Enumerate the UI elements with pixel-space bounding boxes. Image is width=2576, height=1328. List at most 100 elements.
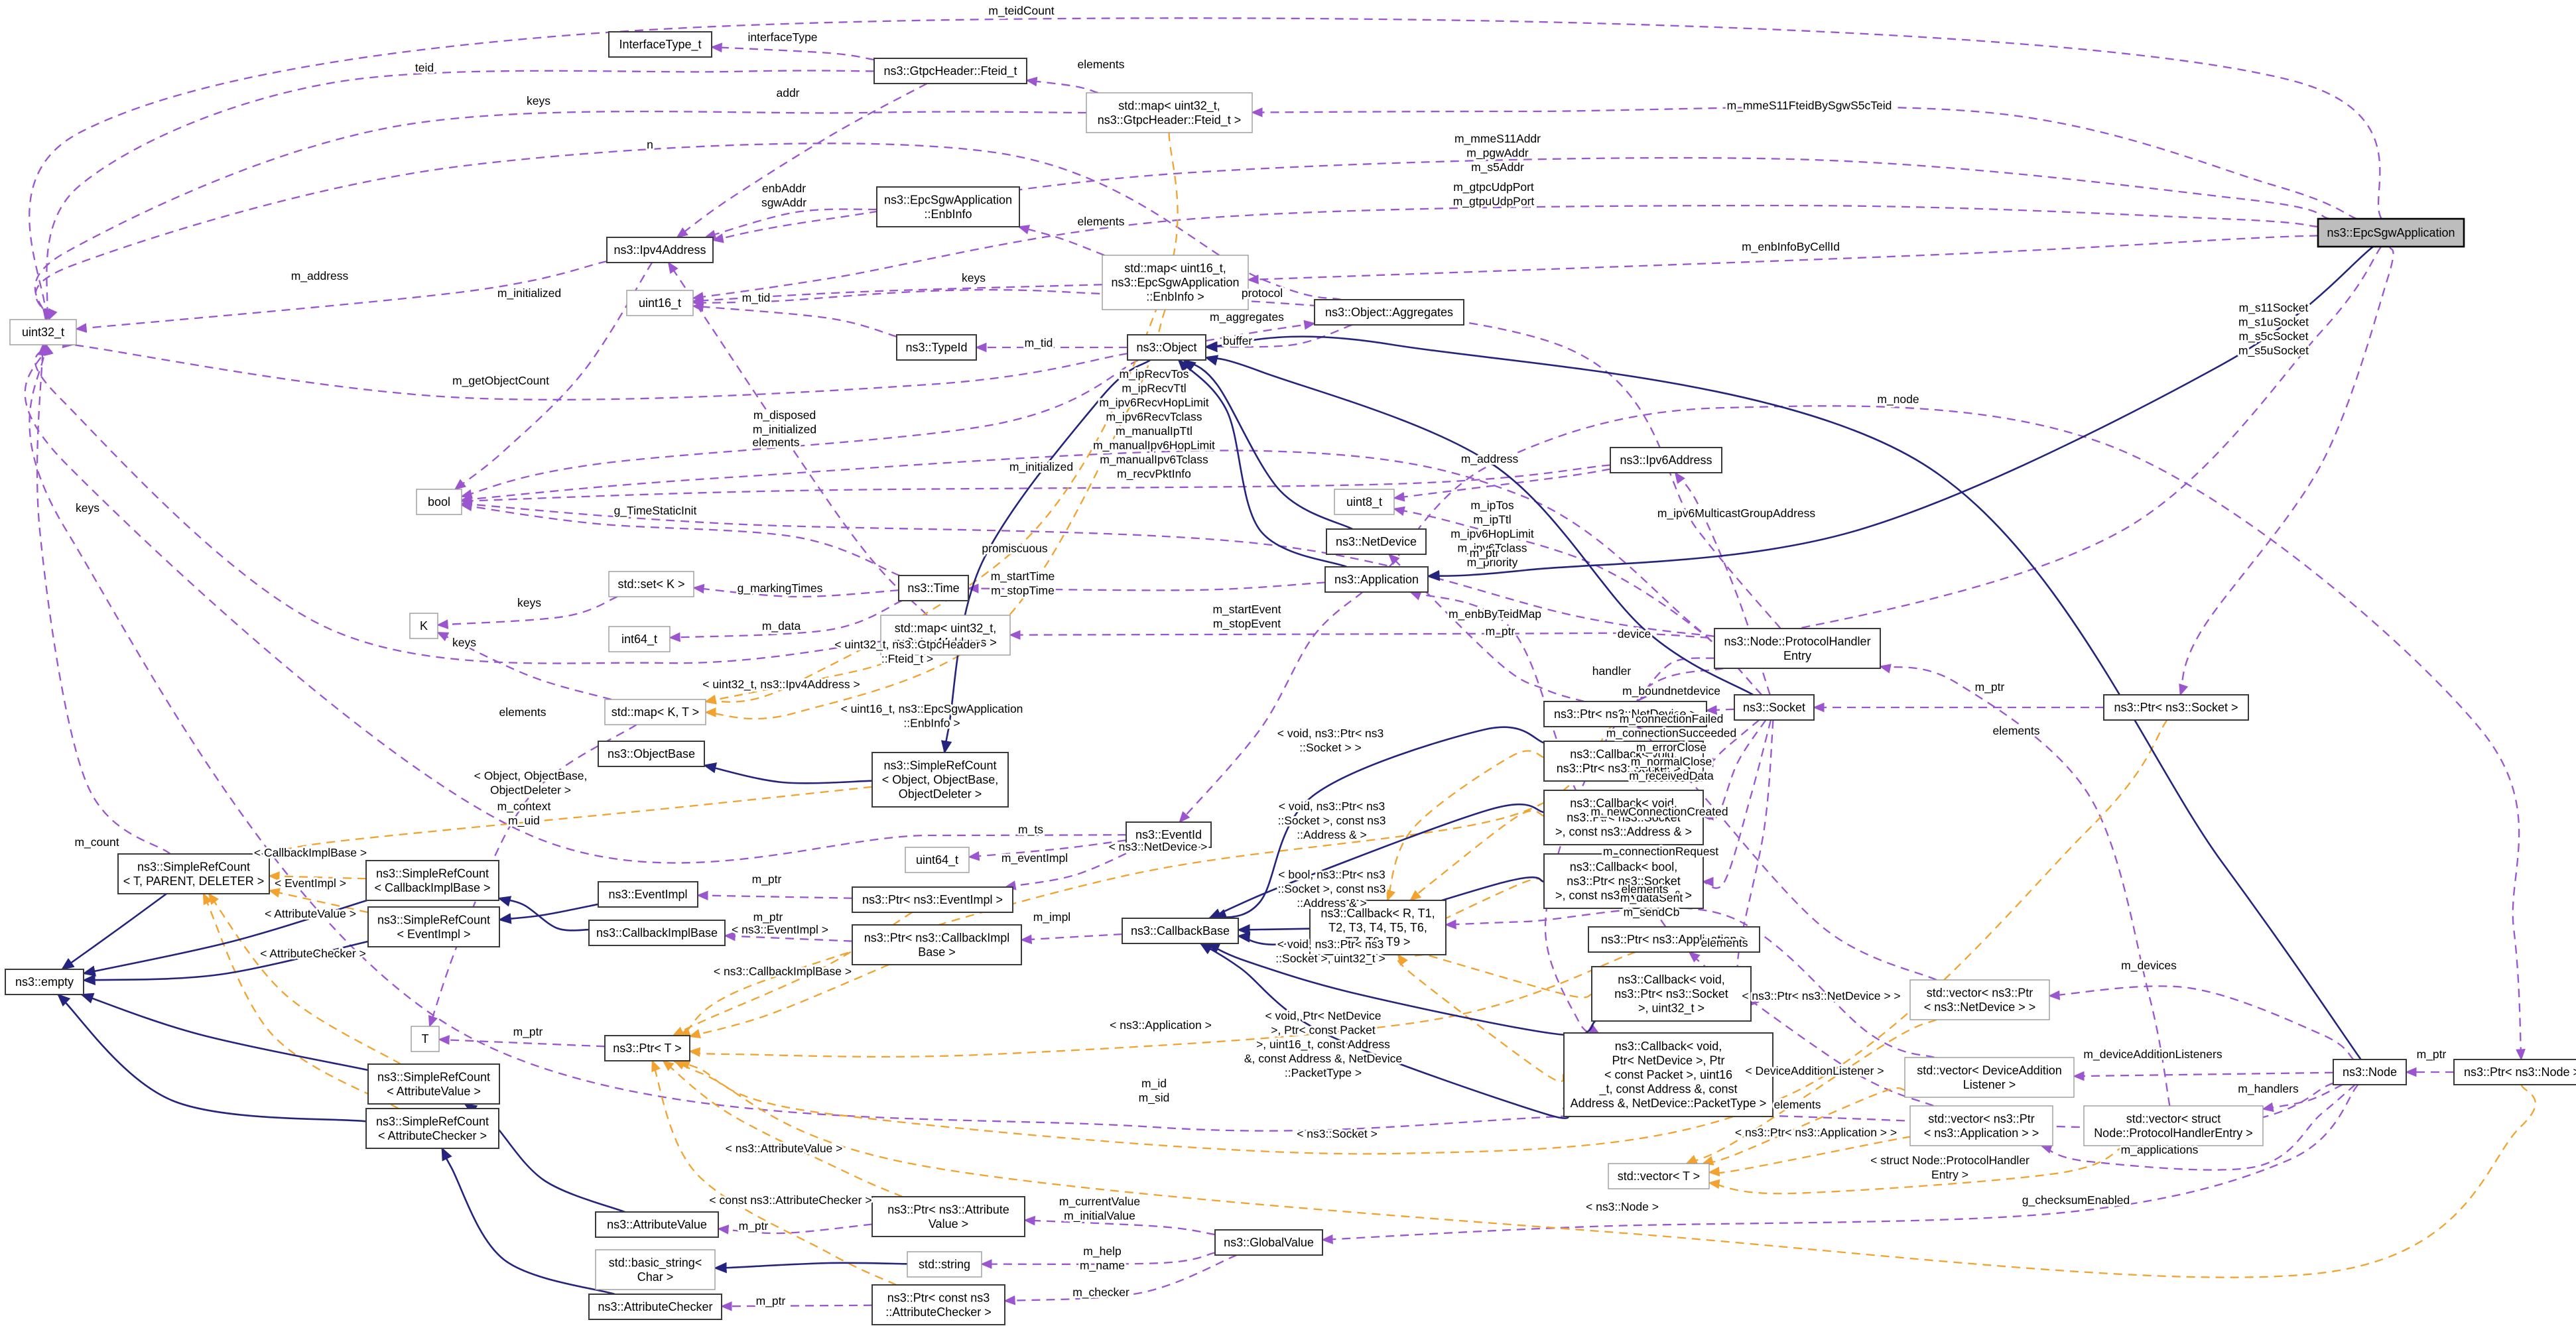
node-box-eventimpl[interactable] <box>598 881 698 908</box>
node-box-cb_void_socket_u32[interactable] <box>1591 966 1752 1022</box>
node-src_tpd[interactable]: ns3::SimpleRefCount< T, PARENT, DELETER … <box>117 853 270 894</box>
node-box-src_tpd[interactable] <box>117 853 270 894</box>
node-map_k_t[interactable]: std::map< K, T > <box>604 699 706 725</box>
node-box-time[interactable] <box>898 575 969 601</box>
node-box-stdstring[interactable] <box>907 1251 982 1278</box>
node-box-ptr_t[interactable] <box>604 1035 690 1061</box>
node-box-vector_t[interactable] <box>1608 1163 1710 1189</box>
node-box-set_k[interactable] <box>608 571 694 597</box>
node-box-fteid_t[interactable] <box>873 58 1027 84</box>
node-box-k[interactable] <box>409 613 438 639</box>
node-box-vec_ptr_netdevice[interactable] <box>1909 979 2050 1020</box>
node-box-map_u16_enbinfo[interactable] <box>1102 255 1249 310</box>
node-vec_ptr_app[interactable]: std::vector< ns3::Ptr< ns3::Application … <box>1909 1105 2053 1146</box>
node-aggregates[interactable]: ns3::Object::Aggregates <box>1314 299 1464 326</box>
node-box-phe[interactable] <box>1714 628 1881 669</box>
node-box-ptr_eventimpl[interactable] <box>852 886 1013 913</box>
node-vector_t[interactable]: std::vector< T > <box>1608 1163 1710 1189</box>
node-box-ipv6address[interactable] <box>1610 447 1722 473</box>
node-box-attrchecker[interactable] <box>588 1294 722 1320</box>
node-ptr_t[interactable]: ns3::Ptr< T > <box>604 1035 690 1061</box>
node-src_cbimplbase[interactable]: ns3::SimpleRefCount< CallbackImplBase > <box>365 860 499 901</box>
node-box-cb_void_socket_addr[interactable] <box>1543 790 1704 845</box>
node-box-cb_bool_socket_addr[interactable] <box>1543 853 1704 909</box>
node-src_object[interactable]: ns3::SimpleRefCount< Object, ObjectBase,… <box>871 752 1009 808</box>
node-box-vec_dal[interactable] <box>1904 1057 2075 1098</box>
node-basicstring[interactable]: std::basic_string<Char > <box>595 1249 716 1290</box>
node-box-node[interactable] <box>2333 1059 2407 1085</box>
node-k[interactable]: K <box>409 613 438 639</box>
node-box-vec_phe[interactable] <box>2083 1105 2264 1146</box>
node-box-map_k_t[interactable] <box>604 699 706 725</box>
node-ipv6address[interactable]: ns3::Ipv6Address <box>1610 447 1722 473</box>
node-vec_dal[interactable]: std::vector< DeviceAdditionListener > <box>1904 1057 2075 1098</box>
node-callback_template[interactable]: ns3::Callback< R, T1,T2, T3, T4, T5, T6,… <box>1309 900 1447 955</box>
node-typeid[interactable]: ns3::TypeId <box>896 334 977 361</box>
node-box-application[interactable] <box>1324 566 1429 593</box>
node-cb_void_socket[interactable]: ns3::Callback< void,ns3::Ptr< ns3::Socke… <box>1543 741 1704 782</box>
node-ptr_attrchecker[interactable]: ns3::Ptr< const ns3::AttributeChecker > <box>871 1284 1005 1325</box>
node-vec_ptr_netdevice[interactable]: std::vector< ns3::Ptr< ns3::NetDevice > … <box>1909 979 2050 1020</box>
node-ptr_node[interactable]: ns3::Ptr< ns3::Node > <box>2453 1059 2576 1085</box>
node-box-basicstring[interactable] <box>595 1249 716 1290</box>
node-ptr_eventimpl[interactable]: ns3::Ptr< ns3::EventImpl > <box>852 886 1013 913</box>
node-vec_phe[interactable]: std::vector< structNode::ProtocolHandler… <box>2083 1105 2264 1146</box>
node-time[interactable]: ns3::Time <box>898 575 969 601</box>
node-box-cb_big[interactable] <box>1563 1032 1773 1117</box>
node-empty[interactable]: ns3::empty <box>5 969 84 995</box>
node-box-callbackimplbase[interactable] <box>588 920 726 946</box>
node-ipv4address[interactable]: ns3::Ipv4Address <box>606 237 714 263</box>
node-box-src_attrchecker[interactable] <box>365 1108 499 1149</box>
node-box-ptr_netdevice[interactable] <box>1543 701 1707 727</box>
node-box-enbinfo[interactable] <box>876 186 1020 227</box>
node-box-empty[interactable] <box>5 969 84 995</box>
node-uint64_t[interactable]: uint64_t <box>905 847 970 873</box>
node-eventimpl[interactable]: ns3::EventImpl <box>598 881 698 908</box>
node-box-ipv4address[interactable] <box>606 237 714 263</box>
node-box-uint32_t[interactable] <box>9 319 77 345</box>
node-attrchecker[interactable]: ns3::AttributeChecker <box>588 1294 722 1320</box>
node-t[interactable]: T <box>411 1026 440 1052</box>
node-box-src_cbimplbase[interactable] <box>365 860 499 901</box>
node-objectbase[interactable]: ns3::ObjectBase <box>598 741 705 767</box>
node-box-globalvalue[interactable] <box>1214 1229 1323 1256</box>
node-box-uint16_t[interactable] <box>626 290 694 316</box>
node-uint16_t[interactable]: uint16_t <box>626 290 694 316</box>
node-cb_void_socket_u32[interactable]: ns3::Callback< void,ns3::Ptr< ns3::Socke… <box>1591 966 1752 1022</box>
node-uint32_t[interactable]: uint32_t <box>9 319 77 345</box>
node-map_u32_fteid[interactable]: std::map< uint32_t,ns3::GtpcHeader::Ftei… <box>1086 92 1253 133</box>
node-interface_type_t[interactable]: InterfaceType_t <box>608 31 712 58</box>
node-ptr_application[interactable]: ns3::Ptr< ns3::Application > <box>1588 926 1760 953</box>
node-src_attrchecker[interactable]: ns3::SimpleRefCount< AttributeChecker > <box>365 1108 499 1149</box>
node-enbinfo[interactable]: ns3::EpcSgwApplication::EnbInfo <box>876 186 1020 227</box>
node-box-src_object[interactable] <box>871 752 1009 808</box>
node-box-t[interactable] <box>411 1026 440 1052</box>
node-ptr_socket[interactable]: ns3::Ptr< ns3::Socket > <box>2103 694 2249 721</box>
node-box-attrvalue[interactable] <box>595 1211 719 1238</box>
node-socket[interactable]: ns3::Socket <box>1734 694 1815 721</box>
node-box-objectbase[interactable] <box>598 741 705 767</box>
node-box-bool[interactable] <box>416 489 462 515</box>
node-box-ptr_socket[interactable] <box>2103 694 2249 721</box>
node-cb_bool_socket_addr[interactable]: ns3::Callback< bool,ns3::Ptr< ns3::Socke… <box>1543 853 1704 909</box>
node-box-ptr_attrvalue[interactable] <box>871 1196 1025 1237</box>
node-map_u32_ipv4[interactable]: std::map< uint32_t,ns3::Ipv4Address > <box>880 615 1011 656</box>
node-esa[interactable]: ns3::EpcSgwApplication <box>2317 217 2465 248</box>
node-box-ptr_attrchecker[interactable] <box>871 1284 1005 1325</box>
node-phe[interactable]: ns3::Node::ProtocolHandlerEntry <box>1714 628 1881 669</box>
node-box-callbackbase[interactable] <box>1122 918 1239 944</box>
node-attrvalue[interactable]: ns3::AttributeValue <box>595 1211 719 1238</box>
node-box-int64_t[interactable] <box>608 626 671 652</box>
node-eventid[interactable]: ns3::EventId <box>1126 821 1212 848</box>
node-box-interface_type_t[interactable] <box>608 31 712 58</box>
node-box-object[interactable] <box>1127 334 1206 361</box>
node-box-socket[interactable] <box>1734 694 1815 721</box>
node-ptr_netdevice[interactable]: ns3::Ptr< ns3::NetDevice > <box>1543 701 1707 727</box>
node-box-callback_template[interactable] <box>1309 900 1447 955</box>
node-box-uint8_t[interactable] <box>1334 489 1395 515</box>
node-netdevice[interactable]: ns3::NetDevice <box>1326 528 1427 555</box>
node-box-vec_ptr_app[interactable] <box>1909 1105 2053 1146</box>
node-callbackbase[interactable]: ns3::CallbackBase <box>1122 918 1239 944</box>
node-ptr_attrvalue[interactable]: ns3::Ptr< ns3::AttributeValue > <box>871 1196 1025 1237</box>
node-map_u16_enbinfo[interactable]: std::map< uint16_t,ns3::EpcSgwApplicatio… <box>1102 255 1249 310</box>
